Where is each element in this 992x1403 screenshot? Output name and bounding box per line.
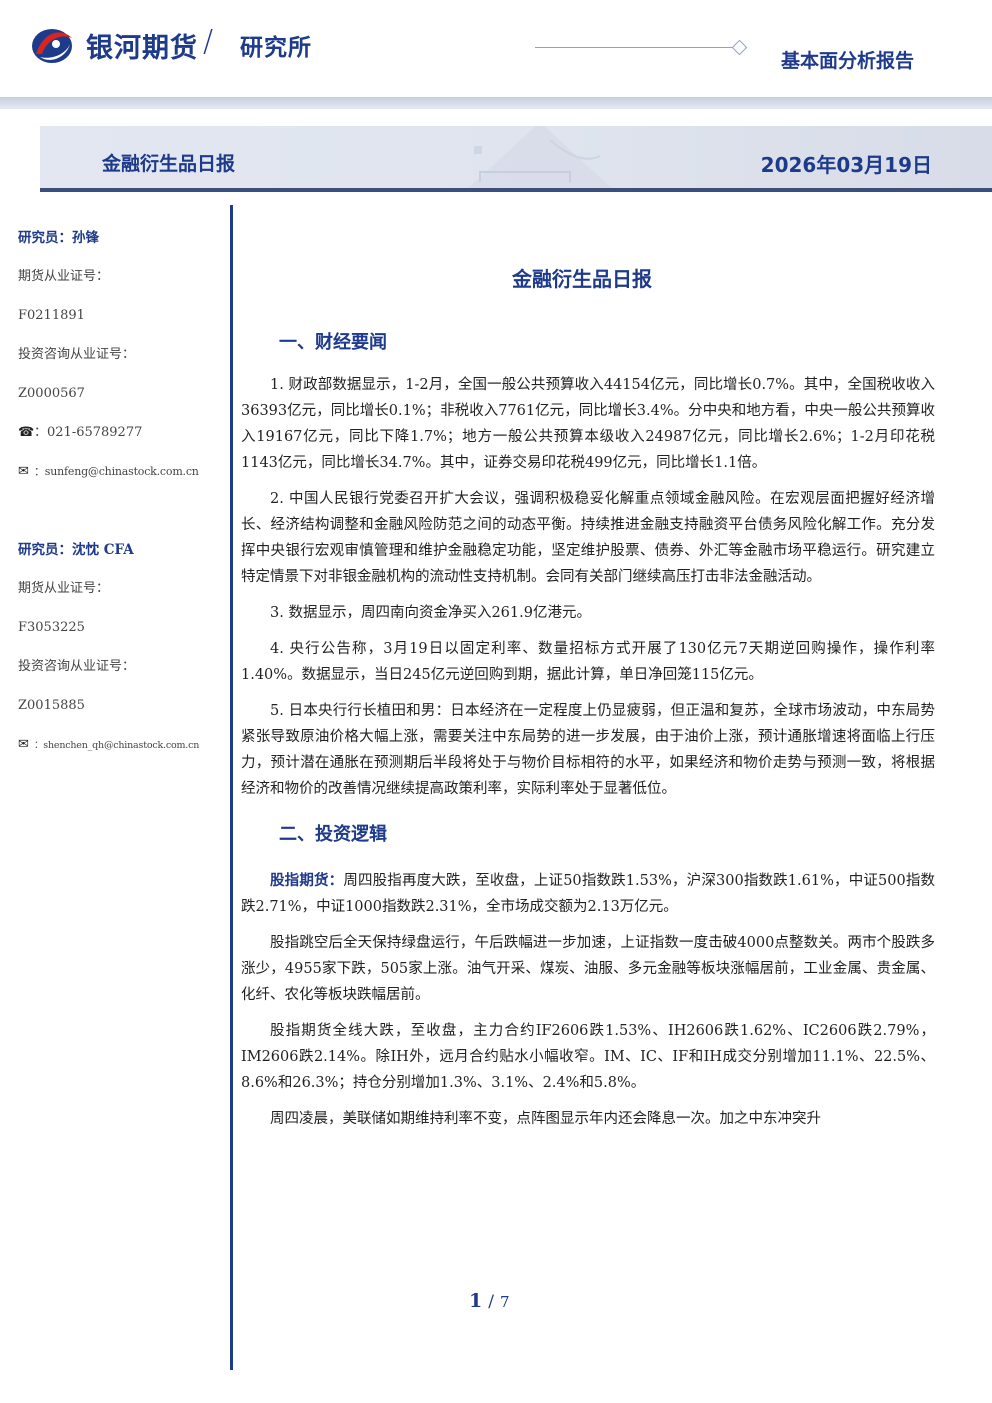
logic-paragraph: 周四凌晨，美联储如期维持利率不变，点阵图显示年内还会降息一次。加之中东冲突升	[270, 1111, 821, 1127]
logic-paragraph: 股指期货：周四股指再度大跌，至收盘，上证50指数跌1.53%，沪深300指数跌1…	[241, 868, 935, 920]
news-paragraph: 3. 数据显示，周四南向资金净买入261.9亿港元。	[270, 605, 591, 621]
analyst-phone: ☎：021-65789277	[18, 423, 223, 462]
header-rule	[535, 47, 733, 48]
news-paragraph: 4. 央行公告称，3月19日以固定利率、数量招标方式开展了130亿元7天期逆回购…	[241, 641, 935, 683]
page-header: 银河期货 / 研究所 基本面分析报告	[0, 0, 992, 110]
banner-decoration-icon	[468, 126, 612, 188]
brand-subtitle: 研究所	[240, 35, 312, 61]
futures-cert-label: 期货从业证号：	[18, 269, 110, 284]
advisory-cert-number: Z0000567	[18, 386, 85, 401]
email-icon: ✉	[18, 737, 29, 752]
advisory-cert-label: 投资咨询从业证号：	[18, 659, 136, 674]
analyst-email: ✉ ：sunfeng@chinastock.com.cn	[18, 462, 223, 501]
header-band	[0, 97, 992, 109]
diamond-icon	[731, 39, 748, 56]
news-paragraph: 2. 中国人民银行党委召开扩大会议，强调积极稳妥化解重点领域金融风险。在宏观层面…	[241, 491, 935, 585]
banner-title: 金融衍生品日报	[102, 153, 236, 175]
report-date: 2026年03月19日	[760, 153, 932, 177]
phone-number: ：021-65789277	[34, 425, 143, 440]
email-address[interactable]: ：shenchen_qh@chinastock.com.cn	[34, 740, 200, 751]
logic-paragraph: 股指跳空后全天保持绿盘运行，午后跌幅进一步加速，上证指数一度击破4000点整数关…	[241, 935, 935, 1003]
email-icon: ✉	[18, 464, 29, 479]
logic-lead-text: 周四股指再度大跌，至收盘，上证50指数跌1.53%，沪深300指数跌1.61%，…	[241, 873, 936, 915]
email-address[interactable]: ：sunfeng@chinastock.com.cn	[34, 465, 199, 478]
phone-icon: ☎	[18, 425, 35, 440]
analyst-sidebar: 研究员：孙锋 期货从业证号： F0211891 投资咨询从业证号： Z00005…	[18, 228, 223, 774]
futures-cert-number: F3053225	[18, 620, 85, 635]
brand-name: 银河期货	[86, 33, 198, 64]
section-heading: 一、财经要闻	[279, 332, 387, 353]
total-pages: 7	[499, 1293, 510, 1311]
section-investment-logic: 二、投资逻辑 股指期货：周四股指再度大跌，至收盘，上证50指数跌1.53%，沪深…	[241, 820, 935, 1132]
page-separator: /	[488, 1292, 494, 1312]
analyst-email: ✉ ：shenchen_qh@chinastock.com.cn	[18, 735, 223, 774]
section-financial-news: 一、财经要闻 1. 财政部数据显示，1-2月，全国一般公共预算收入44154亿元…	[241, 328, 935, 802]
futures-cert-number: F0211891	[18, 308, 85, 323]
logic-paragraph: 股指期货全线大跌，至收盘，主力合约IF2606跌1.53%、IH2606跌1.6…	[241, 1023, 935, 1091]
news-paragraph: 5. 日本央行行长植田和男：日本经济在一定程度上仍显疲弱，但正温和复苏，全球市场…	[241, 703, 935, 797]
analyst-name: 研究员：孙锋	[18, 230, 99, 246]
stock-index-futures-label: 股指期货：	[270, 872, 344, 889]
current-page: 1	[469, 1290, 483, 1312]
futures-cert-label: 期货从业证号：	[18, 581, 110, 596]
news-paragraph: 1. 财政部数据显示，1-2月，全国一般公共预算收入44154亿元，同比增长0.…	[241, 377, 935, 471]
section-heading: 二、投资逻辑	[279, 824, 387, 845]
galaxy-logo-icon	[32, 29, 72, 63]
title-banner: 金融衍生品日报 2026年03月19日	[40, 126, 992, 192]
advisory-cert-number: Z0015885	[18, 698, 85, 713]
analyst-name: 研究员：沈忱 CFA	[18, 542, 134, 558]
report-type: 基本面分析报告	[780, 50, 914, 72]
report-body: 金融衍生品日报 一、财经要闻 1. 财政部数据显示，1-2月，全国一般公共预算收…	[241, 263, 935, 1142]
sidebar-divider	[230, 205, 233, 1370]
document-title: 金融衍生品日报	[512, 267, 652, 291]
page-number: 1/ 7	[469, 1290, 510, 1312]
advisory-cert-label: 投资咨询从业证号：	[18, 347, 136, 362]
brand-separator: /	[203, 24, 214, 59]
